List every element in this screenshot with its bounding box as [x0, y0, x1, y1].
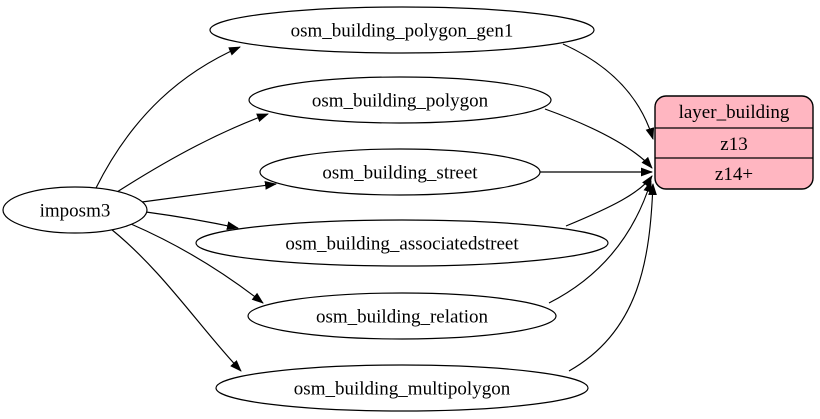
node-osm-building-multipolygon-label: osm_building_multipolygon — [294, 379, 511, 400]
node-layer-building: layer_building z13 z14+ — [654, 95, 814, 190]
node-osm-building-polygon-gen1-label: osm_building_polygon_gen1 — [291, 21, 514, 42]
node-osm-building-polygon-gen1-shape — [209, 6, 595, 54]
edge-osm-building-multipolygon-to-z14 — [568, 183, 657, 372]
edge-imposm3-to-osm-building-street — [141, 181, 277, 203]
layer-building-row-z14: z14+ — [715, 164, 753, 185]
node-osm-building-street: osm_building_street — [259, 148, 541, 196]
edge-imposm3-to-osm-building-multipolygon — [110, 228, 242, 372]
node-osm-building-street-shape — [259, 148, 541, 196]
node-osm-building-street-label: osm_building_street — [322, 163, 478, 184]
edge-osm-building-associatedstreet-to-z14 — [565, 175, 653, 227]
nodes-layer: imposm3 osm_building_polygon_gen1 osm_bu… — [2, 6, 814, 412]
edge-imposm3-to-osm-building-relation — [130, 223, 264, 304]
node-osm-building-associatedstreet-label: osm_building_associatedstreet — [285, 234, 519, 255]
edge-imposm3-to-osm-building-associatedstreet — [145, 211, 239, 230]
node-imposm3-shape — [2, 186, 148, 234]
edge-osm-building-relation-to-z14 — [548, 180, 652, 304]
node-osm-building-associatedstreet-shape — [195, 219, 609, 267]
node-osm-building-associatedstreet: osm_building_associatedstreet — [195, 219, 609, 267]
node-osm-building-relation: osm_building_relation — [247, 292, 557, 340]
layer-building-row-z13: z13 — [720, 134, 747, 155]
node-osm-building-multipolygon-shape — [215, 364, 589, 412]
node-osm-building-polygon-label: osm_building_polygon — [312, 91, 489, 112]
edge-osm-building-polygon-to-z14 — [544, 108, 653, 169]
node-osm-building-relation-shape — [247, 292, 557, 340]
node-imposm3: imposm3 — [2, 186, 148, 234]
node-imposm3-label: imposm3 — [40, 201, 111, 222]
node-osm-building-multipolygon: osm_building_multipolygon — [215, 364, 589, 412]
edges-layer — [95, 43, 657, 372]
edge-imposm3-to-osm-building-polygon — [116, 113, 269, 193]
edge-osm-building-polygon-gen1-to-z13 — [562, 43, 655, 140]
node-layer-building-shape — [654, 95, 814, 190]
edge-imposm3-to-osm-building-polygon-gen1 — [95, 46, 241, 189]
node-layer-building-title: layer_building — [679, 102, 790, 123]
node-osm-building-polygon-shape — [248, 76, 552, 124]
node-osm-building-polygon-gen1: osm_building_polygon_gen1 — [209, 6, 595, 54]
node-osm-building-polygon: osm_building_polygon — [248, 76, 552, 124]
node-osm-building-relation-label: osm_building_relation — [316, 307, 489, 328]
